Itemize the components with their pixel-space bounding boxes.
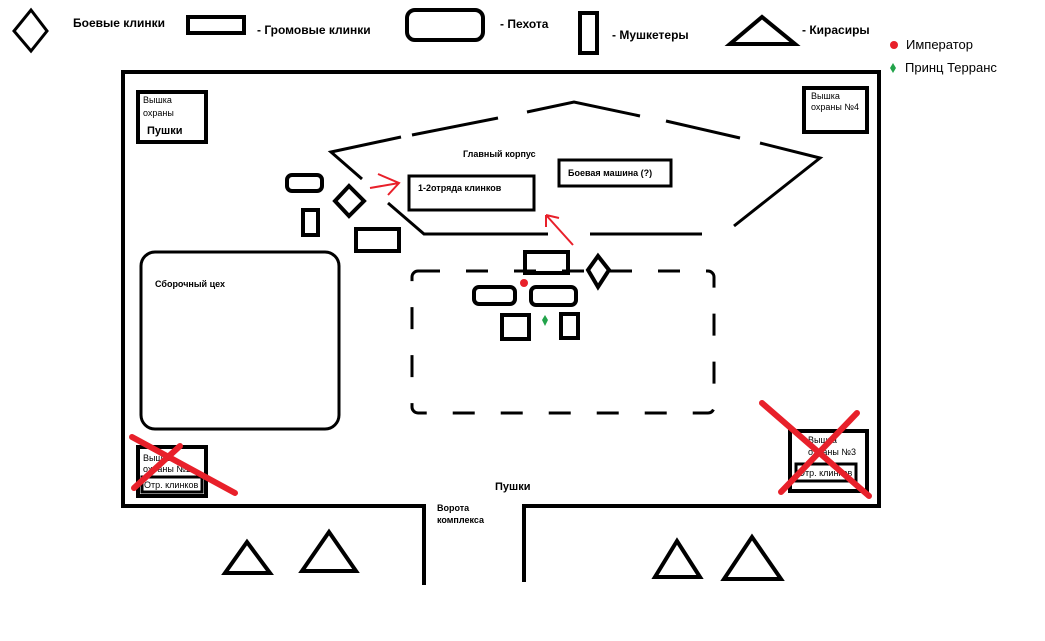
main-building — [327, 100, 824, 236]
emperor-marker — [520, 279, 528, 287]
musketeer-unit — [301, 208, 320, 237]
infantry-rounded-icon — [405, 8, 485, 42]
infantry-unit — [285, 173, 324, 193]
outer-wall — [121, 70, 881, 585]
blades-unit — [332, 183, 367, 219]
guard-tower-1: Вышка охраны Пушки — [136, 90, 208, 144]
guns-label: Пушки — [495, 481, 530, 493]
blade-squads-box — [407, 174, 536, 212]
tower-4-label-2: охраны №4 — [811, 102, 859, 112]
main-building-label: Главный корпус — [463, 149, 536, 159]
gate-label-2: комплекса — [437, 515, 485, 525]
infantry-unit — [472, 285, 517, 306]
destroyed-cross-icon — [129, 434, 238, 496]
thunder-blades-unit — [523, 250, 570, 275]
tower-2-unit: Отр. клинков — [144, 480, 198, 490]
musketeers-tall-rect-icon — [578, 11, 599, 55]
tower-3-label: Вышка — [808, 435, 837, 445]
legend: Боевые клинки - Громовые клинки - Пехота… — [12, 7, 997, 75]
tower-2-label: Вышка — [143, 453, 172, 463]
guard-tower-3: Вышка охраны №3 Отр. клинков — [759, 400, 872, 499]
tower-3-label-2: охраны №3 — [808, 447, 856, 457]
blades-unit — [585, 252, 612, 291]
blades-diamond-icon — [12, 7, 49, 54]
musketeer-unit — [559, 312, 580, 340]
cuirassiers-triangle-icon — [724, 14, 801, 46]
legend-blades: Боевые клинки — [73, 16, 165, 30]
destroyed-cross-icon — [759, 400, 872, 499]
legend-musketeers: - Мушкетеры — [612, 28, 689, 42]
thunder-blades-rect-icon — [186, 15, 246, 35]
prince-marker — [542, 315, 548, 326]
blade-squads-label: 1-2отряда клинков — [418, 183, 502, 193]
tower-4-label: Вышка — [811, 91, 840, 101]
legend-cuirassiers: - Кирасиры — [802, 23, 870, 37]
cuirassier-unit — [221, 538, 274, 575]
war-machine-label: Боевая машина (?) — [568, 168, 652, 178]
legend-prince: Принц Терранс — [905, 60, 997, 75]
gate-label: Ворота — [437, 503, 470, 513]
legend-infantry: - Пехота — [500, 17, 549, 31]
cuirassier-unit — [298, 528, 360, 573]
tower-2-label-2: охраны №2 — [143, 464, 191, 474]
cuirassier-unit — [720, 533, 785, 581]
tower-1-label: Вышка — [143, 95, 172, 105]
thunder-blades-unit — [500, 313, 531, 341]
tower-1-label-2: охраны — [143, 108, 174, 118]
assembly-shop — [139, 250, 341, 431]
red-arrow-icon — [369, 173, 401, 196]
legend-emperor: Император — [906, 37, 973, 52]
infantry-unit — [529, 285, 578, 307]
tower-1-guns: Пушки — [147, 125, 182, 137]
guard-tower-4: Вышка охраны №4 — [802, 86, 869, 134]
inner-courtyard — [410, 269, 716, 415]
emperor-dot-icon — [890, 41, 898, 49]
cuirassier-unit — [651, 537, 704, 579]
guard-tower-2: Вышка охраны №2 Отр. клинков — [129, 434, 238, 498]
assembly-shop-label: Сборочный цех — [155, 279, 225, 289]
tower-3-unit: Отр. клинков — [798, 468, 852, 478]
thunder-blades-unit — [354, 227, 401, 253]
war-machine-box — [557, 158, 673, 188]
red-arrow-icon — [545, 214, 574, 246]
prince-diamond-icon — [890, 63, 896, 73]
legend-thunder-blades: - Громовые клинки — [257, 23, 371, 37]
